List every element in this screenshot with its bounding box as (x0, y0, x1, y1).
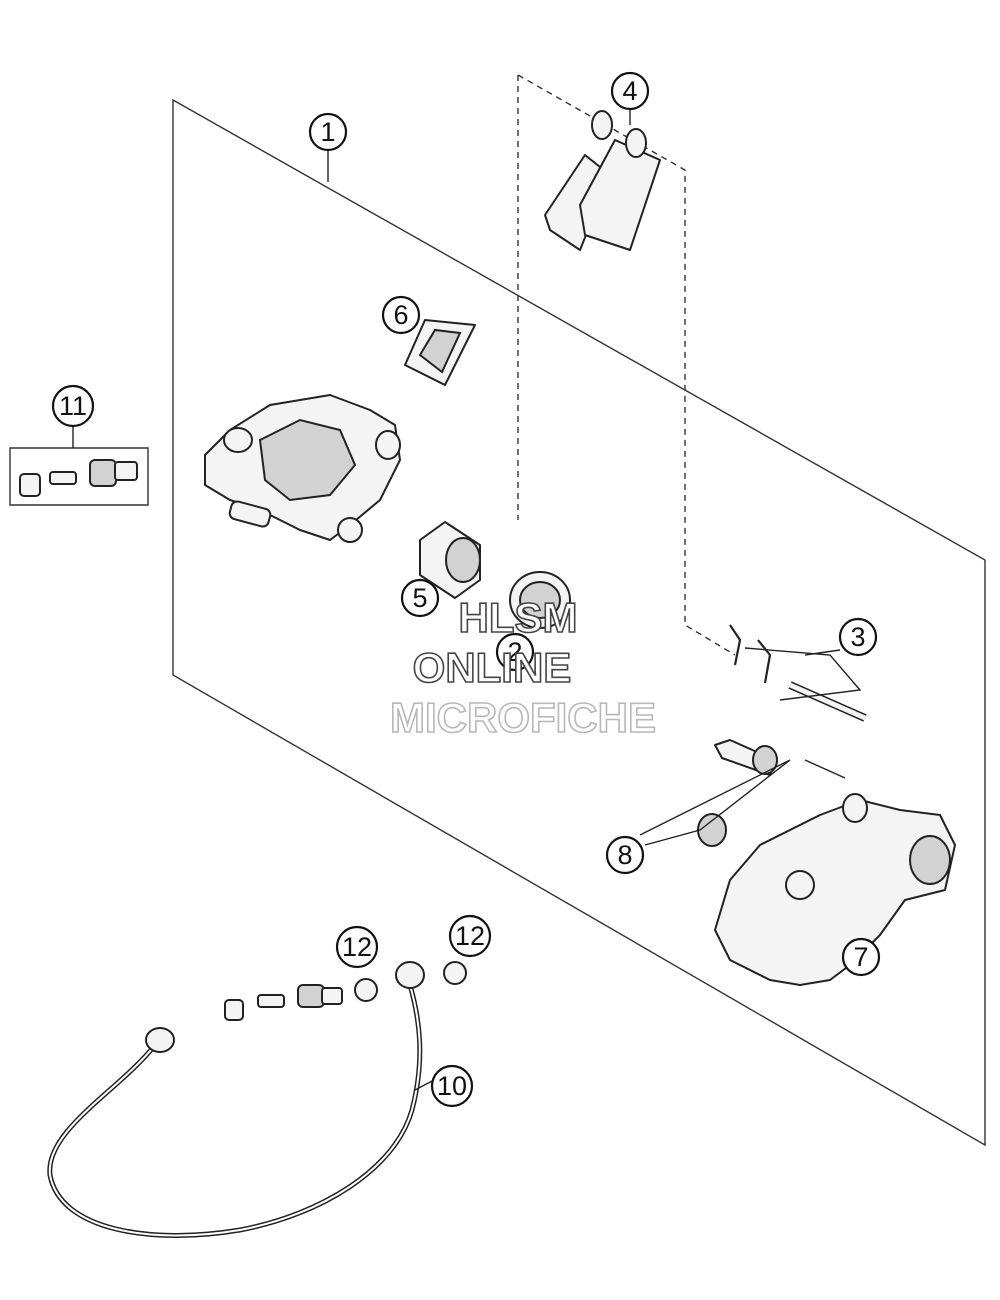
callout-12-right-label: 12 (455, 921, 485, 951)
leader-10 (414, 1079, 435, 1091)
callout-7: 7 (841, 937, 881, 977)
callout-12-right: 12 (448, 914, 492, 958)
callout-7-label: 7 (853, 942, 868, 972)
callout-1-label: 1 (320, 117, 335, 147)
brake-pads-part (544, 110, 661, 251)
watermark-line-2: ONLINE (413, 644, 572, 691)
callout-10-label: 10 (437, 1071, 467, 1101)
callout-12-left-label: 12 (342, 932, 372, 962)
caliper-body-part (204, 394, 401, 543)
brake-hose-part (47, 961, 425, 1238)
callout-5-label: 5 (412, 583, 427, 613)
guide-bolts-part (639, 739, 791, 847)
callout-2-label: 2 (507, 637, 522, 667)
brake-pad-group-outline-top (517, 74, 736, 656)
callout-5: 5 (400, 578, 440, 618)
piston-part (419, 521, 481, 599)
sealing-washers-part (354, 961, 467, 1002)
pad-pin-and-clips-part (729, 624, 867, 722)
callout-8-label: 8 (617, 840, 632, 870)
callout-2: 2 (495, 632, 535, 672)
callout-6: 6 (381, 295, 421, 335)
leader-3 (804, 649, 841, 656)
watermark-line-1: HLSM (459, 594, 578, 641)
bleeder-kit-parts (9, 447, 149, 506)
callout-10: 10 (430, 1064, 474, 1108)
callout-1: 1 (308, 112, 348, 152)
callout-11: 11 (51, 384, 95, 428)
callout-4-label: 4 (622, 76, 637, 106)
callout-3: 3 (838, 617, 878, 657)
pad-spring-plate-part (404, 319, 476, 386)
watermark-line-3: MICROFICHE (390, 694, 656, 741)
callout-3-label: 3 (850, 622, 865, 652)
caliper-assembly-frame (172, 98, 986, 1147)
callout-4: 4 (610, 71, 650, 111)
callout-8: 8 (605, 835, 645, 875)
caliper-carrier-part (714, 759, 956, 986)
callout-12-left: 12 (335, 925, 379, 969)
callout-11-label: 11 (59, 391, 87, 421)
seal-ring-part (509, 571, 571, 629)
callout-6-label: 6 (393, 300, 408, 330)
